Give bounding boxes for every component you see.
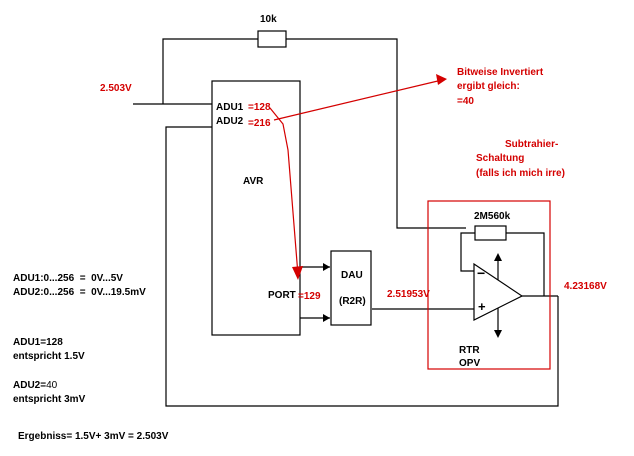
arrow-supply-up-icon: [494, 253, 502, 261]
red-arrowhead-port-icon: [292, 266, 303, 280]
label-adu2: ADU2: [216, 116, 244, 127]
red-arrow-invert: [273, 79, 443, 121]
note-range-adu1: ADU1:0...256 = 0V...5V: [13, 273, 123, 284]
opv-group-box: [427, 200, 551, 370]
opamp: [473, 262, 524, 321]
wires: [133, 38, 559, 407]
label-avr: AVR: [243, 176, 264, 187]
red-arrows: [269, 79, 443, 276]
label-adu2-value: =216: [248, 118, 271, 129]
opamp-plus-sign: +: [478, 299, 486, 314]
avr-chip: [211, 80, 301, 336]
wire-top-left: [162, 38, 258, 104]
red-arrowhead-invert-icon: [436, 74, 447, 85]
label-dau-output: 2.51953V: [387, 289, 430, 300]
label-port-value: =129: [298, 291, 321, 302]
annotation-sub-1: Subtrahier-: [505, 139, 558, 150]
note-result: Ergebniss= 1.5V+ 3mV = 2.503V: [18, 431, 169, 442]
label-input-voltage: 2.503V: [100, 83, 132, 94]
note-adu2-eq: ADU2=40: [13, 380, 58, 391]
label-r2r: (R2R): [339, 296, 366, 307]
arrow-supply-down-icon: [494, 330, 502, 338]
wire-feedback-right: [506, 232, 545, 296]
annotation-sub-3: (falls ich mich irre): [476, 168, 565, 179]
black-arrows: [323, 253, 502, 338]
label-adu1: ADU1: [216, 102, 244, 113]
wire-feedback-left: [460, 232, 475, 272]
note-adu1-corr: entspricht 1.5V: [13, 351, 85, 362]
note-range-adu2: ADU2:0...256 = 0V...19.5mV: [13, 287, 146, 298]
resistor-10k: [257, 30, 287, 48]
label-opv: OPV: [459, 358, 480, 369]
arrow-port-top-icon: [323, 263, 330, 271]
label-dau: DAU: [341, 270, 363, 281]
opamp-minus-sign: −: [477, 265, 485, 281]
red-arrow-heads: [292, 74, 447, 280]
resistor-feedback: [474, 225, 507, 241]
annotation-invert-1: Bitweise Invertiert: [457, 67, 544, 78]
annotation-sub-2: Schaltung: [476, 153, 524, 164]
label-port: PORT: [268, 290, 296, 301]
wire-top-right: [286, 38, 466, 229]
note-adu2-value: 40: [46, 380, 58, 391]
label-feedback-resistor: 2M560k: [474, 211, 511, 222]
label-opamp-output: 4.23168V: [564, 281, 607, 292]
note-adu2-prefix: ADU2=: [13, 380, 46, 391]
wire-adu2-loop: [165, 126, 559, 407]
annotation-invert-3: =40: [457, 96, 474, 107]
label-adu1-value: =128: [248, 102, 271, 113]
note-adu1-eq: ADU1=128: [13, 337, 63, 348]
label-rtr: RTR: [459, 345, 480, 356]
red-arrow-port: [269, 107, 299, 276]
label-10k: 10k: [260, 14, 277, 25]
annotation-invert-2: ergibt gleich:: [457, 81, 520, 92]
note-adu2-corr: entspricht 3mV: [13, 394, 86, 405]
arrow-port-bottom-icon: [323, 314, 330, 322]
dau-block: [330, 250, 372, 326]
